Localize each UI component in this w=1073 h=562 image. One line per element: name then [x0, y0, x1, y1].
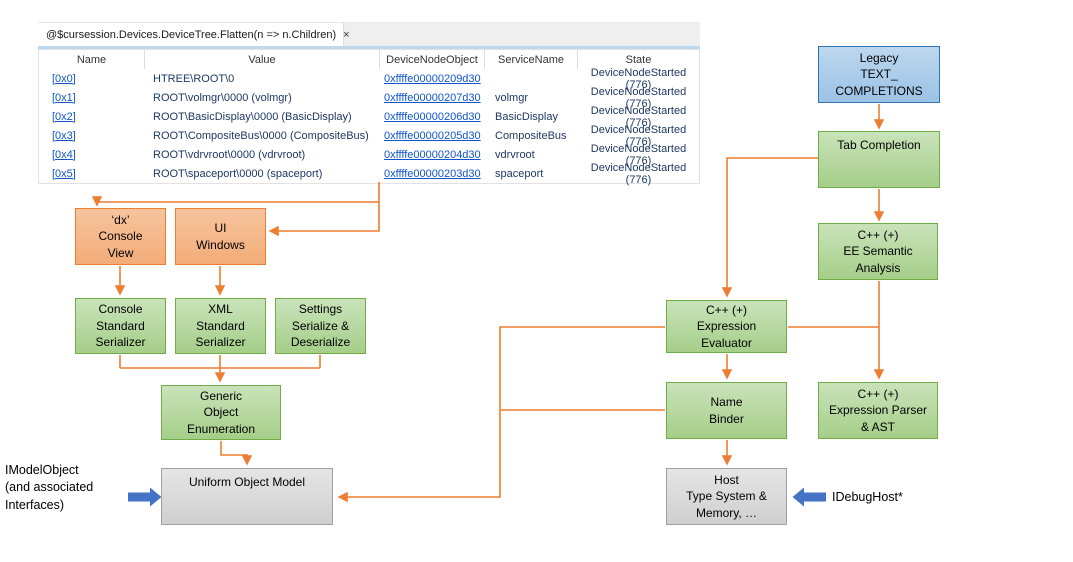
imodelobject-arrow-icon	[128, 487, 162, 507]
box-generic-object-enumeration: Generic Object Enumeration	[161, 385, 281, 440]
column-header-devicenodeobject[interactable]: DeviceNodeObject	[380, 50, 485, 69]
table-header-row: Name Value DeviceNodeObject ServiceName …	[39, 50, 699, 69]
box-tab-completion: Tab Completion	[818, 131, 940, 188]
row-state: DeviceNodeStarted (776)	[590, 161, 687, 186]
table-row: [0x4] ROOT\vdrvroot\0000 (vdrvroot) 0xff…	[39, 142, 699, 167]
row-node-link[interactable]: 0xffffe00000209d30	[384, 72, 481, 85]
column-header-servicename[interactable]: ServiceName	[485, 50, 578, 69]
row-value: ROOT\BasicDisplay\0000 (BasicDisplay)	[153, 110, 352, 123]
row-node-link[interactable]: 0xffffe00000204d30	[384, 148, 481, 161]
device-tree-panel: @$cursession.Devices.DeviceTree.Flatten(…	[38, 22, 700, 186]
table-row: [0x1] ROOT\volmgr\0000 (volmgr) 0xffffe0…	[39, 85, 699, 110]
row-node-link[interactable]: 0xffffe00000206d30	[384, 110, 481, 123]
row-service: CompositeBus	[495, 129, 567, 142]
box-console-standard-serializer: Console Standard Serializer	[75, 298, 166, 354]
tab-highlight-strip	[38, 46, 700, 49]
table-row: [0x5] ROOT\spaceport\0000 (spaceport) 0x…	[39, 161, 699, 186]
column-header-value[interactable]: Value	[145, 50, 380, 69]
box-legacy-text-completions: Legacy TEXT_ COMPLETIONS	[818, 46, 940, 103]
idebughost-label: IDebugHost*	[832, 490, 903, 504]
table-row: [0x0] HTREE\ROOT\0 0xffffe00000209d30 De…	[39, 66, 699, 91]
row-service: spaceport	[495, 167, 544, 180]
box-name-binder: Name Binder	[666, 382, 787, 439]
box-xml-standard-serializer: XML Standard Serializer	[175, 298, 266, 354]
box-expression-evaluator: C++ (+) Expression Evaluator	[666, 300, 787, 353]
row-service: BasicDisplay	[495, 110, 558, 123]
row-value: ROOT\vdrvroot\0000 (vdrvroot)	[153, 148, 306, 161]
row-name-link[interactable]: [0x4]	[52, 148, 76, 161]
box-settings-serialize-deserialize: Settings Serialize & Deserialize	[275, 298, 366, 354]
column-header-state[interactable]: State	[625, 53, 652, 66]
row-service: vdrvroot	[495, 148, 535, 161]
row-value: HTREE\ROOT\0	[153, 72, 235, 85]
row-name-link[interactable]: [0x1]	[52, 91, 76, 104]
row-value: ROOT\spaceport\0000 (spaceport)	[153, 167, 323, 180]
row-state: DeviceNodeStarted (776)	[590, 66, 687, 91]
box-ui-windows: UI Windows	[175, 208, 266, 265]
column-header-name[interactable]: Name	[39, 50, 145, 69]
row-node-link[interactable]: 0xffffe00000205d30	[384, 129, 481, 142]
row-state: DeviceNodeStarted (776)	[590, 85, 687, 110]
row-node-link[interactable]: 0xffffe00000203d30	[384, 167, 481, 180]
row-name-link[interactable]: [0x5]	[52, 167, 76, 180]
row-state: DeviceNodeStarted (776)	[590, 104, 687, 129]
row-name-link[interactable]: [0x2]	[52, 110, 76, 123]
device-tree-table: Name Value DeviceNodeObject ServiceName …	[38, 49, 700, 186]
row-node-link[interactable]: 0xffffe00000207d30	[384, 91, 481, 104]
tab-title: @$cursession.Devices.DeviceTree.Flatten(…	[46, 28, 337, 41]
tab-device-tree[interactable]: @$cursession.Devices.DeviceTree.Flatten(…	[38, 23, 350, 46]
row-state: DeviceNodeStarted (776)	[590, 142, 687, 167]
table-row: [0x2] ROOT\BasicDisplay\0000 (BasicDispl…	[39, 104, 699, 129]
box-host-type-system: Host Type System & Memory, …	[666, 468, 787, 525]
close-icon[interactable]: ×	[343, 28, 350, 41]
table-row: [0x3] ROOT\CompositeBus\0000 (CompositeB…	[39, 123, 699, 148]
box-dx-console-view: ‘dx’ Console View	[75, 208, 166, 265]
imodelobject-label: IModelObject (and associated Interfaces)	[5, 463, 94, 512]
box-expression-parser-ast: C++ (+) Expression Parser & AST	[818, 382, 938, 439]
idebughost-arrow-icon	[792, 487, 826, 507]
row-name-link[interactable]: [0x0]	[52, 72, 76, 85]
row-state: DeviceNodeStarted (776)	[590, 123, 687, 148]
row-name-link[interactable]: [0x3]	[52, 129, 76, 142]
row-value: ROOT\volmgr\0000 (volmgr)	[153, 91, 292, 104]
tab-bar: @$cursession.Devices.DeviceTree.Flatten(…	[38, 22, 700, 46]
box-ee-semantic-analysis: C++ (+) EE Semantic Analysis	[818, 223, 938, 280]
row-service: volmgr	[495, 91, 529, 104]
box-uniform-object-model: Uniform Object Model	[161, 468, 333, 525]
row-value: ROOT\CompositeBus\0000 (CompositeBus)	[153, 129, 369, 142]
